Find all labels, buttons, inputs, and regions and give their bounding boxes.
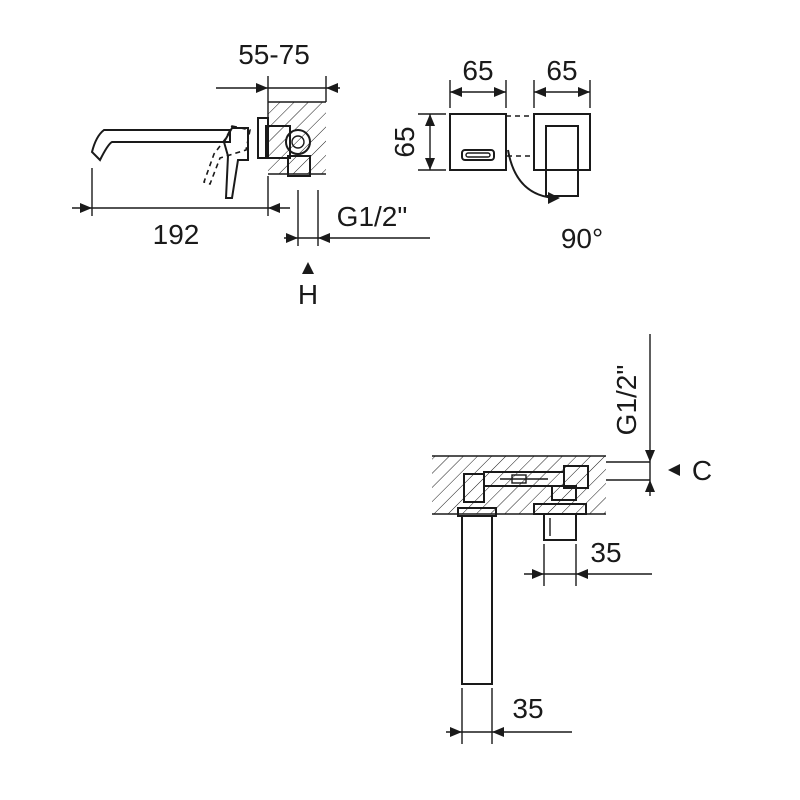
centre-marker-arrow bbox=[668, 464, 680, 476]
front-plate bbox=[449, 113, 507, 171]
valve-cartridge bbox=[285, 129, 311, 155]
valve-outlet bbox=[287, 155, 311, 177]
rotation-arc bbox=[507, 149, 557, 199]
mounting-plate bbox=[257, 117, 269, 159]
dim-rotation: 90° bbox=[561, 223, 603, 254]
dim-spout-length: 192 bbox=[153, 219, 200, 250]
lever-dashed bbox=[505, 115, 535, 157]
valve-body-top bbox=[463, 473, 485, 503]
rotated-lever bbox=[545, 125, 579, 197]
dim-offset-spout: 35 bbox=[512, 693, 543, 724]
lever-handle bbox=[222, 127, 249, 199]
valve-body bbox=[265, 125, 291, 159]
spout-top bbox=[461, 515, 493, 685]
dim-offset-mixer: 35 bbox=[590, 537, 621, 568]
centre-marker: C bbox=[692, 455, 712, 486]
height-marker-arrow bbox=[302, 262, 314, 274]
dim-height: 65 bbox=[389, 126, 420, 157]
dim-width-b: 65 bbox=[546, 55, 577, 86]
wall-hatch bbox=[268, 102, 326, 174]
side-view: 55-75 192 G1/2" H bbox=[72, 39, 430, 310]
spout bbox=[90, 129, 231, 162]
lever-rotated-dashed bbox=[202, 125, 251, 186]
lever-slot bbox=[461, 149, 495, 161]
front-view: 90° 65 65 65 bbox=[389, 55, 603, 254]
top-view: G1/2" C 35 35 bbox=[432, 334, 712, 744]
dim-pipe-thread-top: G1/2" bbox=[337, 201, 408, 232]
dim-pipe-thread-side: G1/2" bbox=[611, 365, 642, 436]
rotated-plate bbox=[533, 113, 591, 171]
dim-width-a: 65 bbox=[462, 55, 493, 86]
height-marker: H bbox=[298, 279, 318, 310]
dim-wall-depth: 55-75 bbox=[238, 39, 310, 70]
mixer-body bbox=[543, 513, 577, 541]
